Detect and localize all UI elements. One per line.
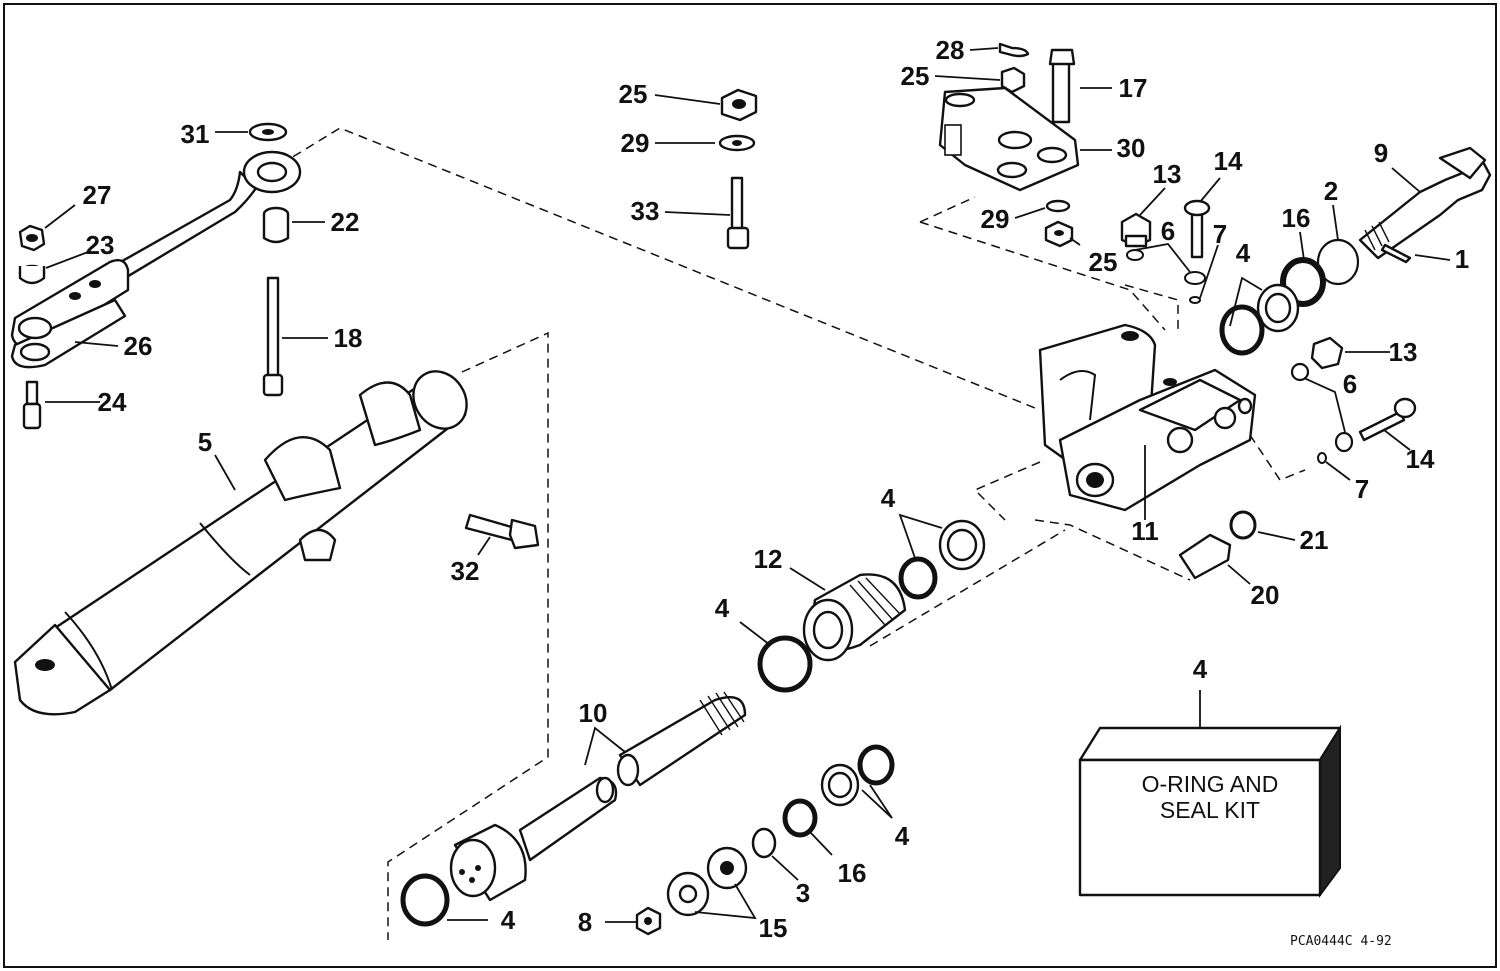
callout-6-upper: 6 — [1161, 216, 1175, 246]
callout-33: 33 — [631, 196, 660, 226]
callout-9: 9 — [1374, 138, 1388, 168]
callout-3: 3 — [796, 878, 810, 908]
spacer-and-pin — [262, 206, 290, 397]
callout-28: 28 — [936, 35, 965, 65]
callout-29-center: 29 — [621, 128, 650, 158]
callout-29-bracket: 29 — [981, 204, 1010, 234]
drawing-code: PCA0444C 4-92 — [1290, 934, 1392, 949]
callout-15: 15 — [759, 913, 788, 943]
callout-26: 26 — [124, 331, 153, 361]
callout-16-lower: 16 — [838, 858, 867, 888]
callout-14-side: 14 — [1406, 444, 1435, 474]
callout-10: 10 — [579, 698, 608, 728]
seal-kit-label-line2: SEAL KIT — [1160, 797, 1260, 823]
callout-13-upper: 13 — [1153, 159, 1182, 189]
callout-31: 31 — [181, 119, 210, 149]
callout-18: 18 — [334, 323, 363, 353]
shaft-and-seals — [1219, 146, 1492, 356]
callout-1: 1 — [1455, 244, 1469, 274]
callout-17: 17 — [1119, 73, 1148, 103]
frame-border — [3, 3, 1497, 968]
callout-30: 30 — [1117, 133, 1146, 163]
callout-4-rod: 4 — [715, 593, 730, 623]
callout-25-center: 25 — [619, 79, 648, 109]
gland-seals — [898, 519, 986, 600]
callout-4-shaft: 4 — [1236, 238, 1251, 268]
valve-body — [1038, 323, 1257, 512]
piston-rod — [400, 691, 747, 927]
callout-8: 8 — [578, 907, 592, 937]
callout-2: 2 — [1324, 176, 1338, 206]
seal-kit-box — [1078, 690, 1342, 899]
callout-6-side: 6 — [1343, 369, 1357, 399]
callout-4-kit: 4 — [1193, 654, 1208, 684]
mount-bolt-set — [718, 88, 758, 250]
seal-kit-label-line1: O-RING AND — [1142, 771, 1279, 797]
callout-4-lower: 4 — [895, 821, 910, 851]
callout-23: 23 — [86, 230, 115, 260]
callout-32: 32 — [451, 556, 480, 586]
gland-nut — [757, 573, 907, 693]
leader-lines — [44, 47, 1451, 923]
steering-bracket — [938, 42, 1080, 248]
callout-20: 20 — [1251, 580, 1280, 610]
callout-27: 27 — [83, 180, 112, 210]
callout-labels: 31 27 23 26 24 22 18 5 32 25 29 33 28 25… — [83, 35, 1470, 943]
side-fittings — [1178, 336, 1417, 580]
callout-11: 11 — [1131, 516, 1159, 546]
upper-fittings — [1120, 199, 1211, 304]
callout-25-top: 25 — [901, 61, 930, 91]
callout-4-piston: 4 — [501, 905, 516, 935]
callout-13-side: 13 — [1389, 337, 1418, 367]
callout-7-side: 7 — [1355, 474, 1369, 504]
lower-seals — [635, 744, 895, 936]
callout-4-gland: 4 — [881, 483, 896, 513]
cylinder-body — [13, 370, 540, 716]
callout-21: 21 — [1300, 525, 1329, 555]
callout-5: 5 — [198, 427, 212, 457]
callout-16-upper: 16 — [1282, 203, 1311, 233]
callout-7-upper: 7 — [1213, 219, 1227, 249]
callout-24: 24 — [98, 387, 127, 417]
callout-22: 22 — [331, 207, 360, 237]
callout-14-upper: 14 — [1214, 146, 1243, 176]
callout-25-bracket: 25 — [1089, 247, 1118, 277]
tie-bar-assembly — [10, 122, 302, 430]
callout-12: 12 — [754, 544, 783, 574]
